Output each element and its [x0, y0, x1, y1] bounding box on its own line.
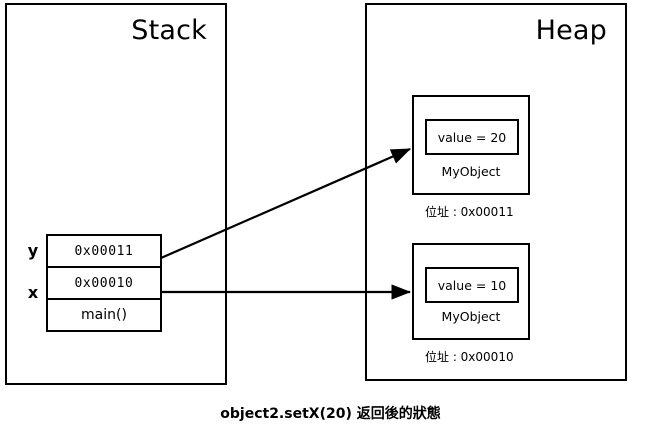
heap-object-bottom-address-label: 位址 : 0x00010: [425, 350, 514, 364]
heap-object-bottom: value = 10 MyObject: [412, 243, 530, 340]
heap-region-title: Heap: [535, 15, 607, 46]
heap-object-bottom-class-name: MyObject: [441, 309, 501, 324]
stack-variable-label-y: y: [27, 241, 39, 260]
heap-object-top-field: value = 20: [425, 119, 519, 155]
stack-variable-label-x: x: [27, 283, 39, 302]
heap-object-top-address-label: 位址 : 0x00011: [425, 205, 514, 219]
diagram-caption: object2.setX(20) 返回後的狀態: [220, 406, 441, 422]
heap-object-bottom-field: value = 10: [425, 267, 519, 303]
stack-cell-main: main(): [48, 300, 160, 332]
stack-cell-x: 0x00010: [48, 268, 160, 300]
heap-object-top: value = 20 MyObject: [412, 95, 530, 195]
heap-object-top-class-name: MyObject: [441, 164, 501, 179]
stack-cell-y: 0x00011: [48, 236, 160, 268]
stack-region-title: Stack: [131, 15, 207, 46]
stack-frame: 0x00011 0x00010 main(): [46, 234, 162, 332]
